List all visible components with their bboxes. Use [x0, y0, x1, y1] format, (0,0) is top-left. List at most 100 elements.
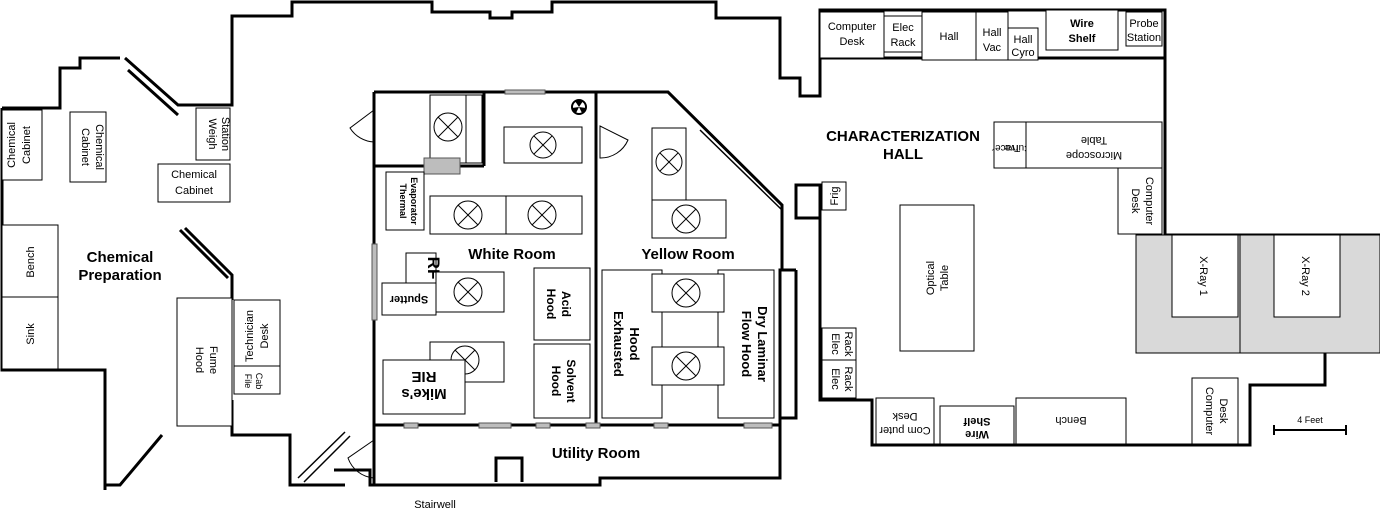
sink [1, 296, 59, 370]
microscope-table-label-1: Table [1081, 134, 1107, 146]
stairwell-label: Stairwell [414, 499, 456, 510]
mikes-rie-label-1: Mike's [401, 385, 446, 402]
elec-rack-a [821, 327, 857, 361]
chemical-cabinet-mid-label-2: Chemical [93, 124, 105, 170]
scale-bar: 4 Feet [1273, 415, 1347, 435]
chemical-cabinet-mid-label-1: Cabinet [79, 128, 91, 166]
computer-desk-right-label-2: Computer [1143, 177, 1155, 226]
thermal-evaporator [385, 171, 425, 231]
acid-hood-label-1: Acid [559, 291, 573, 317]
wire-shelf-bottom-label-2: Shelf [963, 415, 990, 427]
curve-tracer [993, 121, 1027, 169]
probe-station [1125, 11, 1163, 47]
microscope-table [1025, 121, 1163, 169]
exhausted-hood-label-2: Hood [627, 327, 642, 360]
probe-station-label-1: Probe [1129, 18, 1158, 30]
wire-shelf-bottom-label-1: Wire [965, 428, 989, 440]
rf-unit [405, 252, 437, 284]
computer-desk-bottom-label-1: Com puter [879, 424, 931, 436]
white-room-title: White Room [468, 246, 556, 263]
thermal-evaporator-label-2: Evaporator [409, 177, 419, 225]
utility-room-title: Utility Room [552, 445, 640, 462]
chemical-preparation-title-1: Chemical [87, 249, 154, 266]
solvent-hood [533, 343, 591, 419]
yellow-room-title: Yellow Room [641, 246, 734, 263]
mikes-rie-label-2: RIE [411, 368, 436, 385]
thermal-evaporator-label-1: Thermal [398, 183, 408, 218]
weigh-station [195, 107, 231, 161]
optical-table [899, 204, 975, 352]
bench [1, 224, 59, 298]
file-cab [233, 365, 281, 395]
frig-label: Frig [829, 187, 841, 206]
chemical-cabinet-left [1, 109, 43, 181]
hall-equipment [921, 11, 977, 61]
dry-laminar-flow-hood-label-1: Dry Laminar [755, 306, 770, 382]
technician-desk [233, 299, 281, 367]
chemical-cabinet-mid [69, 111, 107, 183]
yellow-room-hood-top [651, 199, 727, 239]
weigh-station-label-2: Station [219, 117, 231, 151]
frig [821, 181, 847, 211]
computer-desk-top-label-2: Desk [839, 36, 865, 48]
small-room-hood [429, 94, 467, 164]
hall-cyro-label-2: Cyro [1011, 47, 1034, 59]
dry-laminar-flow-hood [717, 269, 775, 419]
wire-shelf-top-label-2: Shelf [1069, 33, 1096, 45]
hall-cyro [1007, 27, 1039, 61]
file-cab-label-1: File [243, 374, 253, 389]
mikes-rie [382, 359, 466, 415]
hall-vac-label-2: Vac [983, 42, 1002, 54]
elec-rack-top-label-2: Rack [890, 37, 916, 49]
computer-desk-top [819, 11, 885, 59]
sputter [381, 282, 437, 316]
chemical-preparation-title-2: Preparation [78, 267, 161, 284]
solvent-hood-label-2: Hood [549, 366, 563, 397]
curve-tracer-label-2: Curve [1004, 142, 1031, 153]
bench-label: Bench [25, 246, 37, 277]
elec-rack-a-label-1: Elec [829, 333, 841, 355]
chemical-cabinet-bottom-label-2: Cabinet [175, 185, 213, 197]
bench-hall [1015, 397, 1127, 445]
yellow-room-equipment: Exhausted Hood Dry Laminar Flow Hood [601, 127, 775, 419]
fume-hood-label-1: Fume [207, 346, 219, 374]
solvent-hood-label-1: Solvent [564, 359, 578, 402]
computer-desk-br-label-1: Computer [1203, 387, 1215, 436]
technician-desk-label-2: Desk [259, 323, 271, 349]
microscope-table-label-2: Microscope [1066, 149, 1122, 161]
windows [371, 89, 773, 429]
computer-desk-right [1117, 167, 1163, 235]
chemical-cabinet-bottom [157, 163, 231, 203]
file-cab-label-2: Cab [254, 373, 264, 390]
elec-rack-a-label-2: Rack [842, 331, 854, 357]
hall-cyro-label-1: Hall [1014, 34, 1033, 46]
computer-desk-right-label-1: Desk [1129, 188, 1141, 214]
elec-rack-top-label-1: Elec [892, 22, 914, 34]
technician-desk-label-1: Technician [244, 310, 256, 362]
characterization-hall-equipment: Computer Desk Elec Rack Hall Hall Vac Ha… [819, 9, 1380, 445]
white-room-hood-mid [435, 271, 505, 313]
wire-shelf-top-label-1: Wire [1070, 18, 1094, 30]
elec-rack-b-label-2: Rack [842, 366, 854, 392]
elec-rack-b [821, 359, 857, 399]
characterization-hall-title-1: CHARACTERIZATION [826, 128, 980, 145]
xray-2-label: X-Ray 2 [1299, 256, 1311, 296]
chemical-cabinet-left-label-1: Chemical [6, 122, 18, 168]
chemical-cabinet-bottom-label-1: Chemical [171, 169, 217, 181]
xray-2 [1273, 234, 1341, 318]
computer-desk-top-label-1: Computer [828, 21, 877, 33]
chemical-prep-equipment: Chemical Cabinet Cabinet Chemical Chemic… [1, 107, 281, 427]
fume-hood-label-2: Hood [193, 347, 205, 373]
acid-hood-label-2: Hood [544, 289, 558, 320]
characterization-hall-title-2: HALL [883, 146, 923, 163]
optical-table-label-2: Table [939, 265, 951, 291]
computer-desk-bottom-label-2: Desk [892, 410, 918, 422]
sputter-label: Sputter [389, 293, 428, 305]
xray-1 [1171, 234, 1239, 318]
weigh-station-label-1: Weigh [206, 119, 218, 150]
probe-station-label-2: Station [1127, 32, 1161, 44]
dry-laminar-flow-hood-label-2: Flow Hood [739, 311, 754, 377]
computer-desk-bottom-right [1191, 377, 1239, 445]
curve-tracer-label-1: Tracer [991, 142, 1020, 153]
